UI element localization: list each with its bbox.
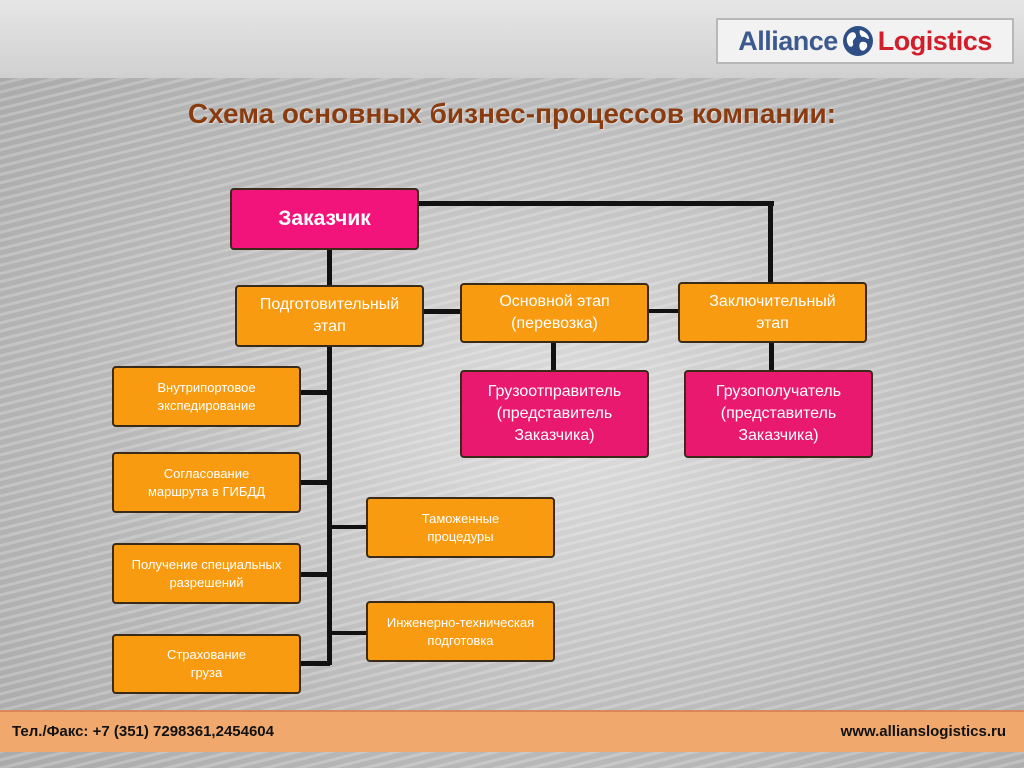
connector — [418, 201, 774, 206]
connector — [768, 201, 773, 284]
connector — [330, 525, 368, 529]
connector — [300, 390, 330, 395]
connector — [769, 342, 774, 373]
prep-stage-box: Подготовительный этап — [235, 285, 424, 347]
connector — [300, 572, 330, 577]
left-item-label-2: разрешений — [169, 574, 244, 590]
shipper-box: Грузоотправитель (представитель Заказчик… — [460, 370, 649, 458]
left-item-label: Страхование — [166, 647, 247, 662]
consignee-label-2: (представитель — [720, 405, 837, 422]
main-stage-label: Основной этап — [499, 293, 610, 310]
connector — [300, 661, 330, 666]
left-item-box: Внутрипортовое экспедирование — [112, 366, 301, 427]
logo-word-logistics: Logistics — [877, 25, 993, 56]
right-item-box: Таможенные процедуры — [366, 497, 555, 558]
footer-phone: Тел./Факс: +7 (351) 7298361,2454604 — [12, 723, 274, 740]
connector — [300, 480, 330, 485]
customer-box: Заказчик — [230, 188, 419, 250]
customer-label: Заказчик — [278, 207, 371, 230]
right-item-box: Инженерно-техническая подготовка — [366, 601, 555, 662]
company-logo: Alliance Logistics — [716, 18, 1014, 64]
left-item-box: Получение специальных разрешений — [112, 543, 301, 604]
right-item-label: Инженерно-техническая — [386, 614, 535, 630]
connector — [327, 248, 332, 286]
consignee-box: Грузополучатель (представитель Заказчика… — [684, 370, 873, 458]
connector — [330, 631, 368, 635]
consignee-label-3: Заказчика) — [738, 427, 819, 444]
left-item-label: Согласование — [163, 465, 250, 481]
left-item-box: Страхование груза — [112, 634, 301, 694]
left-item-label-2: экспедирование — [157, 397, 256, 413]
connector — [327, 345, 332, 665]
main-stage-box: Основной этап (перевозка) — [460, 283, 649, 343]
right-item-label-2: процедуры — [427, 528, 494, 544]
page-title: Схема основных бизнес-процессов компании… — [187, 98, 837, 129]
logo-word-alliance: Alliance — [738, 25, 838, 56]
main-stage-label-2: (перевозка) — [511, 315, 598, 332]
right-item-label-2: подготовка — [427, 632, 494, 648]
left-item-label: Получение специальных — [131, 556, 282, 572]
shipper-label-3: Заказчика) — [514, 427, 595, 444]
connector — [648, 309, 680, 313]
shipper-label-2: (представитель — [496, 405, 613, 422]
connector — [551, 341, 556, 373]
left-item-label: Внутрипортовое — [157, 379, 256, 395]
consignee-label: Грузополучатель — [715, 383, 842, 400]
left-item-box: Согласование маршрута в ГИБДД — [112, 452, 301, 513]
connector — [423, 309, 463, 314]
final-stage-label-2: этап — [756, 314, 789, 332]
prep-stage-label-2: этап — [313, 318, 346, 335]
left-item-label-2: груза — [190, 665, 223, 680]
final-stage-label: Заключительный — [709, 292, 836, 310]
footer-website-link[interactable]: www.allianslogistics.ru — [840, 723, 1006, 740]
globe-icon — [841, 24, 875, 58]
left-item-label-2: маршрута в ГИБДД — [147, 483, 266, 499]
footer-bar: Тел./Факс: +7 (351) 7298361,2454604 www.… — [0, 710, 1024, 752]
final-stage-box: Заключительный этап — [678, 282, 867, 343]
shipper-label: Грузоотправитель — [487, 383, 622, 400]
right-item-label: Таможенные — [421, 510, 500, 526]
prep-stage-label: Подготовительный — [259, 296, 400, 313]
